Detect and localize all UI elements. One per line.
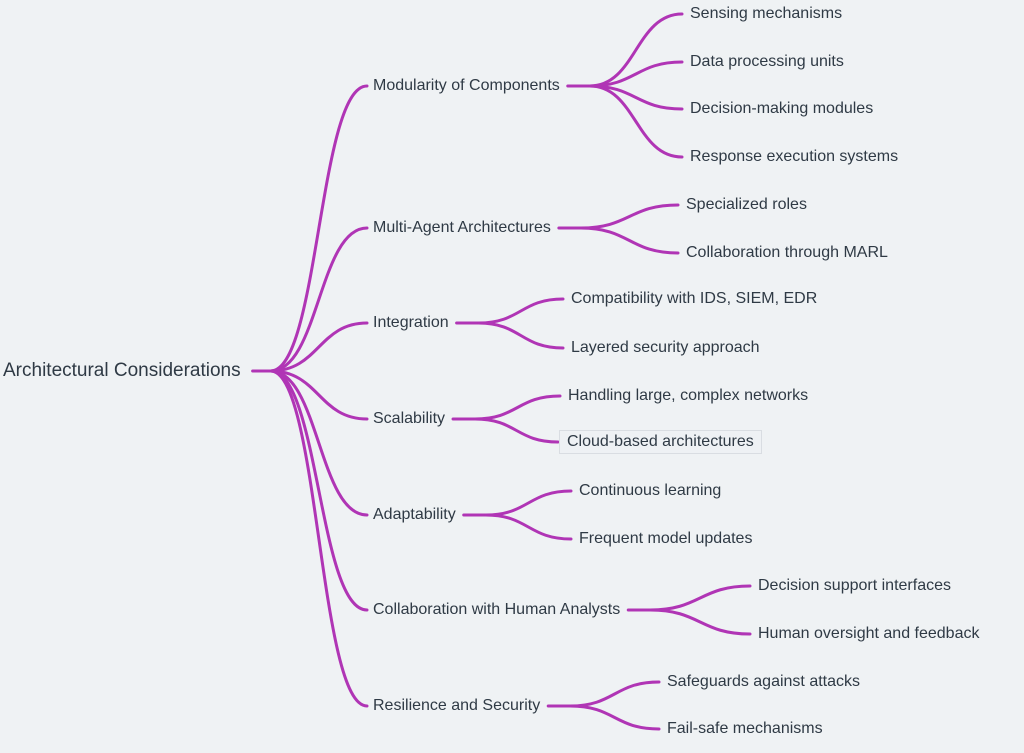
root-to-branch-link xyxy=(269,226,369,373)
leaf-node[interactable]: Specialized roles xyxy=(686,196,807,213)
root-to-branch-link xyxy=(269,369,369,517)
branch-to-leaf-link xyxy=(648,584,752,612)
branch-to-leaf-link xyxy=(579,226,680,255)
leaf-node[interactable]: Frequent model updates xyxy=(579,530,753,547)
branch-to-leaf-link xyxy=(588,60,684,88)
branch-to-leaf-link xyxy=(484,489,573,517)
branch-label[interactable]: Collaboration with Human Analysts xyxy=(373,601,621,618)
branch-label[interactable]: Scalability xyxy=(373,410,446,427)
branch-to-leaf-link xyxy=(473,394,562,421)
root-to-branch-link xyxy=(269,321,369,373)
leaf-node[interactable]: Fail-safe mechanisms xyxy=(667,720,823,737)
leaf-node[interactable]: Collaboration through MARL xyxy=(686,244,888,261)
leaf-node[interactable]: Compatibility with IDS, SIEM, EDR xyxy=(571,290,818,307)
leaf-node[interactable]: Safeguards against attacks xyxy=(667,673,861,690)
branch-label[interactable]: Adaptability xyxy=(373,506,456,523)
root-to-branch-link xyxy=(269,369,369,421)
leaf-node[interactable]: Data processing units xyxy=(690,53,844,70)
branch-to-leaf-link xyxy=(484,513,573,541)
branch-to-leaf-link xyxy=(568,680,661,708)
leaf-node[interactable]: Human oversight and feedback xyxy=(758,625,980,642)
leaf-node[interactable]: Layered security approach xyxy=(571,339,760,356)
root-to-branch-link xyxy=(269,369,369,708)
leaf-node[interactable]: Continuous learning xyxy=(579,482,722,499)
leaf-node[interactable]: Sensing mechanisms xyxy=(690,5,843,22)
branch-to-leaf-link xyxy=(648,608,752,636)
branch-to-leaf-link xyxy=(579,203,680,230)
branch-to-leaf-link xyxy=(588,84,684,159)
branch-to-leaf-link xyxy=(477,297,565,325)
root-to-branch-link xyxy=(269,369,369,612)
leaf-node[interactable]: Decision-making modules xyxy=(690,100,874,117)
branch-label[interactable]: Modularity of Components xyxy=(373,77,560,94)
branch-label[interactable]: Multi-Agent Architectures xyxy=(373,219,551,236)
branch-to-leaf-link xyxy=(477,321,565,350)
branch-label[interactable]: Resilience and Security xyxy=(373,697,541,714)
leaf-node-selected[interactable]: Cloud-based architectures xyxy=(559,430,762,454)
branch-label[interactable]: Integration xyxy=(373,314,449,331)
leaf-node[interactable]: Handling large, complex networks xyxy=(568,387,809,404)
leaf-node[interactable]: Response execution systems xyxy=(690,148,899,165)
branch-to-leaf-link xyxy=(568,704,661,731)
branch-to-leaf-link xyxy=(473,417,560,444)
leaf-node[interactable]: Decision support interfaces xyxy=(758,577,951,594)
branch-to-leaf-link xyxy=(588,12,684,88)
root-node[interactable]: Architectural Considerations xyxy=(3,360,241,381)
root-to-branch-link xyxy=(269,84,369,373)
